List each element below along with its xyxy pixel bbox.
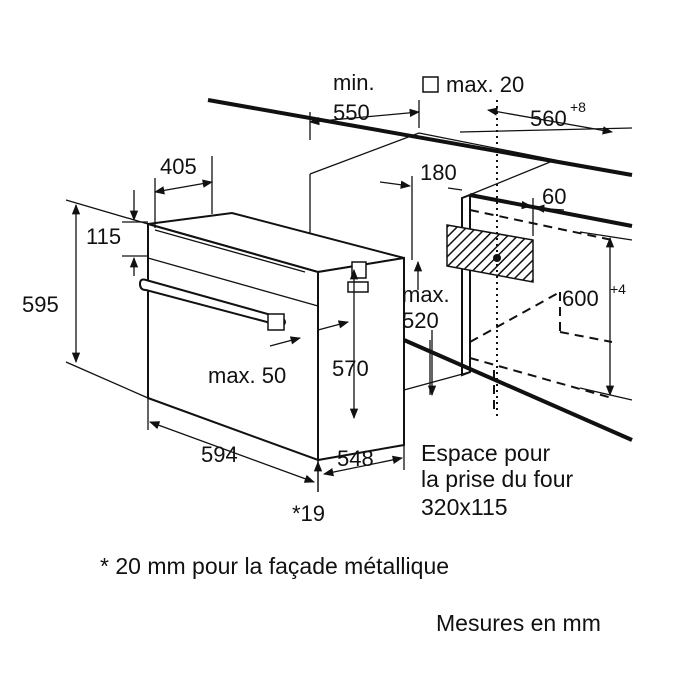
socket-area: [446, 224, 534, 283]
label-405: 405: [160, 154, 197, 179]
label-19: *19: [292, 501, 325, 526]
units-note: Mesures en mm: [436, 610, 601, 636]
label-560-tol: +8: [570, 99, 586, 115]
label-60: 60: [542, 184, 566, 209]
label-570: 570: [332, 356, 369, 381]
label-115: 115: [86, 224, 121, 249]
socket-note-line2: la prise du four: [421, 466, 574, 492]
label-max: max.: [402, 282, 450, 307]
label-max-20: max. 20: [446, 72, 524, 97]
label-548: 548: [337, 446, 374, 471]
dimension-lines: [65, 100, 633, 492]
label-min: min.: [333, 70, 375, 95]
socket-note-line3: 320x115: [421, 494, 508, 520]
label-594: 594: [201, 442, 238, 467]
socket-note-line1: Espace pour: [421, 440, 551, 466]
footnote: * 20 mm pour la façade métallique: [100, 553, 450, 579]
label-max-50: max. 50: [208, 363, 286, 388]
label-600: 600: [562, 286, 599, 311]
label-595: 595: [22, 292, 59, 317]
label-550: 550: [333, 100, 370, 125]
label-180: 180: [420, 160, 457, 185]
dimension-labels: min. 550 max. 20 560 +8 405 180 60 115 5…: [22, 70, 626, 526]
label-560: 560: [530, 106, 567, 131]
label-520: 520: [402, 308, 439, 333]
oven-body: [138, 211, 405, 462]
label-600-tol: +4: [610, 281, 626, 297]
